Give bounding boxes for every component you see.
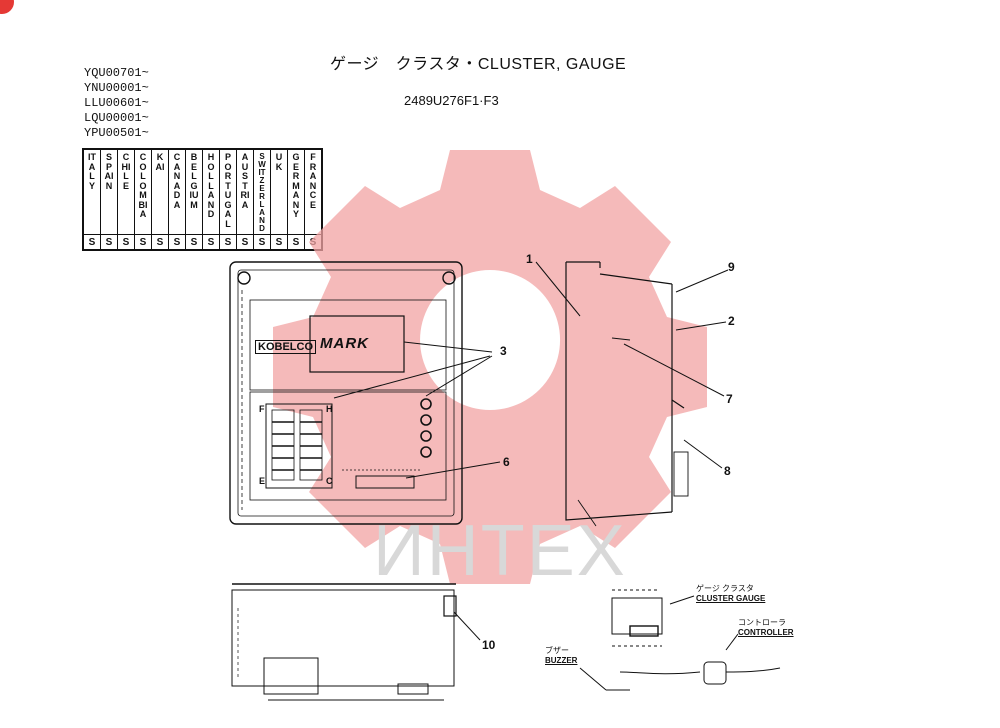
gauge-cluster-side [565, 261, 689, 527]
gauge-label-c: C [326, 476, 333, 486]
country-name: KAI [155, 152, 165, 172]
country-cell: PORTUGAL [219, 148, 237, 235]
country-name: PORTUGAL [224, 152, 232, 229]
cluster-gauge-label-en: CLUSTER GAUGE [696, 594, 766, 603]
country-name-row: ITALY SPAIN CHILE COLOMBIA KAI CANADA BE… [82, 148, 323, 235]
callout-7: 7 [726, 392, 733, 406]
country-name: ITALY [88, 152, 96, 191]
country-table: ITALY SPAIN CHILE COLOMBIA KAI CANADA BE… [82, 148, 323, 251]
watermark-text: ИНТЕХ [373, 511, 627, 591]
country-name: COLOMBIA [138, 152, 148, 219]
gauge-cluster-bottom [231, 583, 457, 701]
callout-8: 8 [724, 464, 731, 478]
buzzer-label-en: BUZZER [545, 656, 578, 665]
country-name: SWITZERLAND [258, 152, 266, 233]
gauge-label-f: F [259, 404, 265, 414]
country-name: UK [275, 152, 283, 172]
country-name: BELGIUM [189, 152, 199, 210]
country-name: CHILE [121, 152, 131, 191]
gauge-label-e: E [259, 476, 266, 486]
mark-logo: MARK [320, 335, 369, 352]
buzzer-label-jp: ブザー [545, 646, 569, 655]
country-mark: S [287, 234, 305, 251]
country-cell: GERMANY [287, 148, 305, 235]
country-name: GERMANY [292, 152, 300, 219]
country-name: HOLLAND [207, 152, 215, 219]
country-name: AUSTRIA [240, 152, 250, 210]
callout-10: 10 [482, 638, 496, 652]
serial-range: YNU00001~ [84, 81, 149, 95]
page-title: ゲージ クラスタ・CLUSTER, GAUGE [330, 56, 627, 73]
country-cell: CHILE [117, 148, 135, 235]
country-cell: ITALY [82, 148, 101, 235]
controller-label: コントローラ CONTROLLER [738, 618, 794, 638]
country-cell: HOLLAND [202, 148, 220, 235]
part-number: 2489U276F1·F3 [404, 93, 499, 108]
gauge-cluster-front [229, 261, 463, 525]
wiring-diagram [579, 589, 781, 691]
country-mark: S [117, 234, 135, 251]
callout-2: 2 [728, 314, 735, 328]
leader-lines [333, 261, 729, 641]
serial-ranges: YQU00701~ YNU00001~ LLU00601~ LQU00001~ … [84, 66, 149, 141]
cluster-gauge-label-jp: ゲージ クラスタ [696, 584, 754, 593]
serial-range: YPU00501~ [84, 126, 149, 140]
country-name: CANADA [173, 152, 181, 210]
buzzer-label: ブザー BUZZER [545, 646, 577, 666]
callout-6: 6 [503, 455, 510, 469]
country-name: FRANCE [309, 152, 317, 210]
country-cell: FRANCE [304, 148, 323, 235]
serial-range: YQU00701~ [84, 66, 149, 80]
controller-label-jp: コントローラ [738, 618, 786, 627]
serial-range: LLU00601~ [84, 96, 149, 110]
callout-9: 9 [728, 260, 735, 274]
controller-label-en: CONTROLLER [738, 628, 794, 637]
brand-logo: KOBELCO [255, 340, 316, 354]
callout-1: 1 [526, 252, 533, 266]
country-name: SPAIN [104, 152, 114, 191]
cluster-gauge-label: ゲージ クラスタ CLUSTER GAUGE [696, 584, 765, 604]
callout-3: 3 [500, 344, 507, 358]
serial-range: LQU00001~ [84, 111, 149, 125]
country-mark: S [202, 234, 220, 251]
gauge-label-h: H [326, 404, 333, 414]
